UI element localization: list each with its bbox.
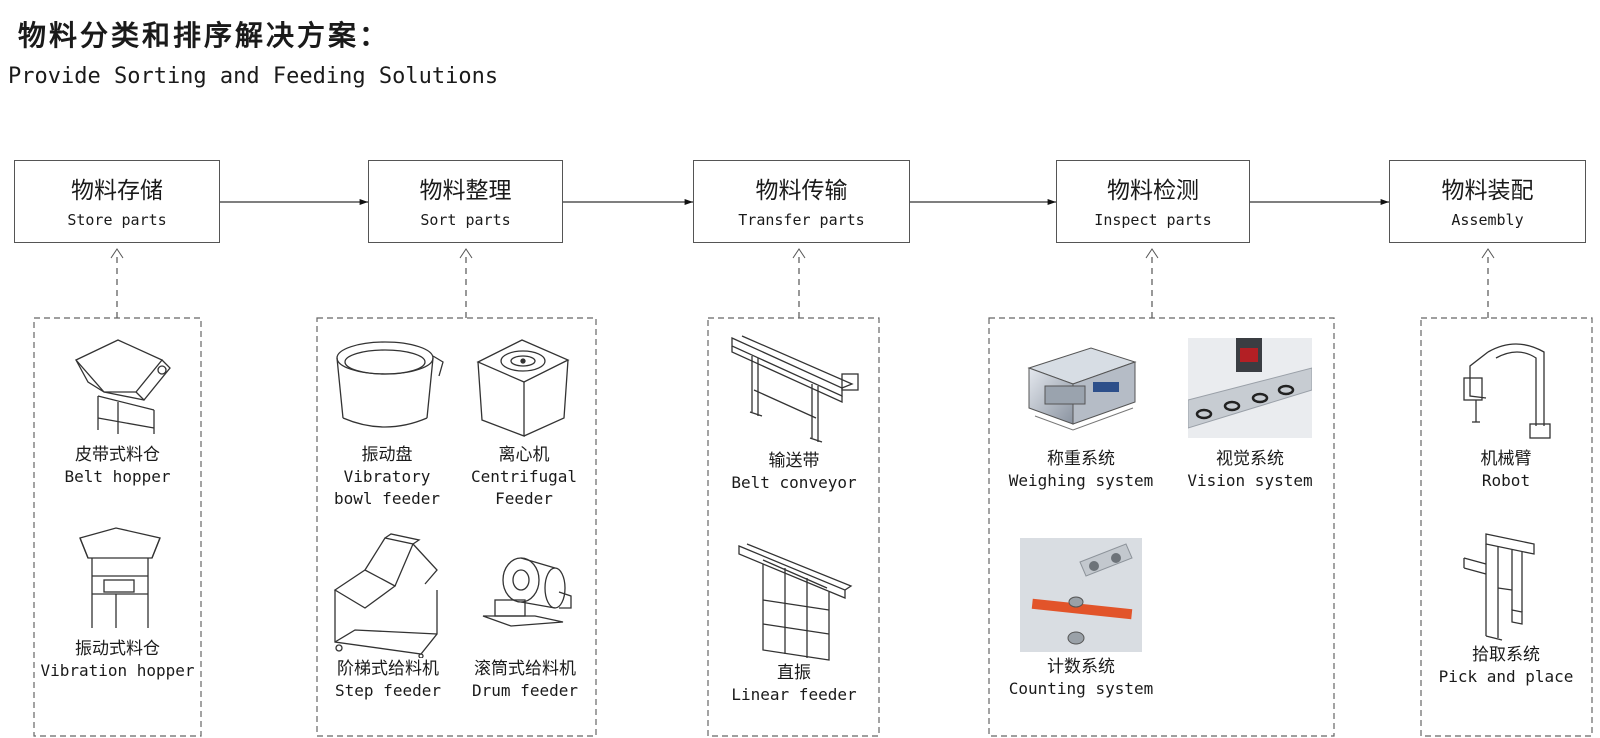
item-robot-arm: 机械臂 Robot: [1426, 336, 1586, 492]
group-border-sort: [316, 317, 597, 737]
belt-hopper-cn: 皮带式料仓: [75, 445, 160, 465]
vision-system-en: Vision system: [1187, 471, 1313, 490]
stage-inspect-cn: 物料检测: [1107, 178, 1199, 204]
stage-assembly-cn: 物料装配: [1441, 178, 1534, 204]
stage-inspect: 物料检测 Inspect parts: [1056, 160, 1250, 243]
step-feeder-en: Step feeder: [335, 681, 441, 700]
counting-system-photo: [1020, 538, 1142, 652]
item-centrifugal-feeder: 离心机 Centrifugal Feeder: [460, 336, 588, 510]
group-border-inspect: [988, 317, 1335, 737]
stage-store-en: Store parts: [67, 211, 167, 229]
group-border-transfer: [707, 317, 880, 737]
page-subtitle: Provide Sorting and Feeding Solutions: [8, 64, 499, 89]
linear-feeder-cn: 直振: [777, 663, 811, 683]
vibration-hopper-cn: 振动式料仓: [75, 639, 160, 659]
counting-system-en: Counting system: [1008, 679, 1154, 698]
group-border-store: [33, 317, 202, 737]
stage-sort: 物料整理 Sort parts: [368, 160, 563, 243]
linear-feeder-drawing: [738, 543, 853, 661]
item-step-feeder: 阶梯式给料机 Step feeder: [318, 530, 458, 702]
vibratory-bowl-en: Vibratory bowl feeder: [334, 467, 440, 508]
robot-arm-drawing: [1463, 343, 1551, 439]
item-linear-feeder: 直振 Linear feeder: [714, 540, 874, 706]
stage-sort-en: Sort parts: [420, 211, 511, 229]
robot-arm-cn: 机械臂: [1480, 449, 1532, 469]
belt-conveyor-en: Belt conveyor: [731, 473, 857, 492]
centrifugal-feeder-en: Centrifugal Feeder: [471, 467, 577, 508]
item-vibratory-bowl: 振动盘 Vibratory bowl feeder: [322, 336, 452, 510]
vibratory-bowl-cn: 振动盘: [361, 445, 413, 465]
belt-conveyor-cn: 输送带: [768, 451, 820, 471]
vision-system-cn: 视觉系统: [1216, 449, 1284, 469]
item-counting-system: 计数系统 Counting system: [996, 538, 1166, 700]
centrifugal-feeder-cn: 离心机: [498, 445, 550, 465]
belt-hopper-drawing: [74, 339, 171, 434]
item-vision-system: 视觉系统 Vision system: [1170, 338, 1330, 492]
stage-store-cn: 物料存储: [71, 178, 163, 204]
stage-store: 物料存储 Store parts: [14, 160, 220, 243]
vibration-hopper-drawing: [78, 527, 161, 628]
step-feeder-drawing: [333, 533, 438, 658]
weighing-system-photo: [1027, 347, 1137, 431]
step-feeder-cn: 阶梯式给料机: [337, 659, 439, 679]
item-weighing-system: 称重系统 Weighing system: [996, 338, 1166, 492]
belt-conveyor-drawing: [731, 335, 859, 443]
centrifugal-feeder-drawing: [476, 339, 570, 437]
stage-assembly: 物料装配 Assembly: [1389, 160, 1586, 243]
vision-system-photo: [1188, 338, 1312, 438]
page-title: 物料分类和排序解决方案：: [18, 19, 391, 52]
weighing-system-en: Weighing system: [1008, 471, 1154, 490]
drum-feeder-cn: 滚筒式给料机: [474, 659, 576, 679]
stage-transfer-en: Transfer parts: [738, 211, 865, 229]
pick-and-place-cn: 拾取系统: [1472, 645, 1540, 665]
vibration-hopper-en: Vibration hopper: [40, 661, 195, 680]
item-pick-and-place: 拾取系统 Pick and place: [1426, 528, 1586, 688]
pick-and-place-drawing: [1463, 533, 1535, 641]
item-drum-feeder: 滚筒式给料机 Drum feeder: [456, 552, 594, 702]
drum-feeder-drawing: [482, 557, 572, 627]
group-border-assembly: [1420, 317, 1593, 737]
linear-feeder-en: Linear feeder: [731, 685, 857, 704]
item-belt-hopper: 皮带式料仓 Belt hopper: [40, 330, 195, 488]
vibratory-bowl-drawing: [336, 341, 444, 428]
item-belt-conveyor: 输送带 Belt conveyor: [714, 330, 874, 494]
counting-system-cn: 计数系统: [1047, 657, 1115, 677]
robot-arm-en: Robot: [1481, 471, 1531, 490]
pick-and-place-en: Pick and place: [1438, 667, 1574, 686]
stage-sort-cn: 物料整理: [419, 178, 512, 204]
belt-hopper-en: Belt hopper: [64, 467, 171, 486]
stage-transfer-cn: 物料传输: [755, 178, 848, 204]
stage-inspect-en: Inspect parts: [1094, 211, 1212, 229]
stage-transfer: 物料传输 Transfer parts: [693, 160, 910, 243]
item-vibration-hopper: 振动式料仓 Vibration hopper: [36, 524, 199, 682]
drum-feeder-en: Drum feeder: [472, 681, 578, 700]
weighing-system-cn: 称重系统: [1047, 449, 1115, 469]
stage-assembly-en: Assembly: [1451, 211, 1524, 229]
